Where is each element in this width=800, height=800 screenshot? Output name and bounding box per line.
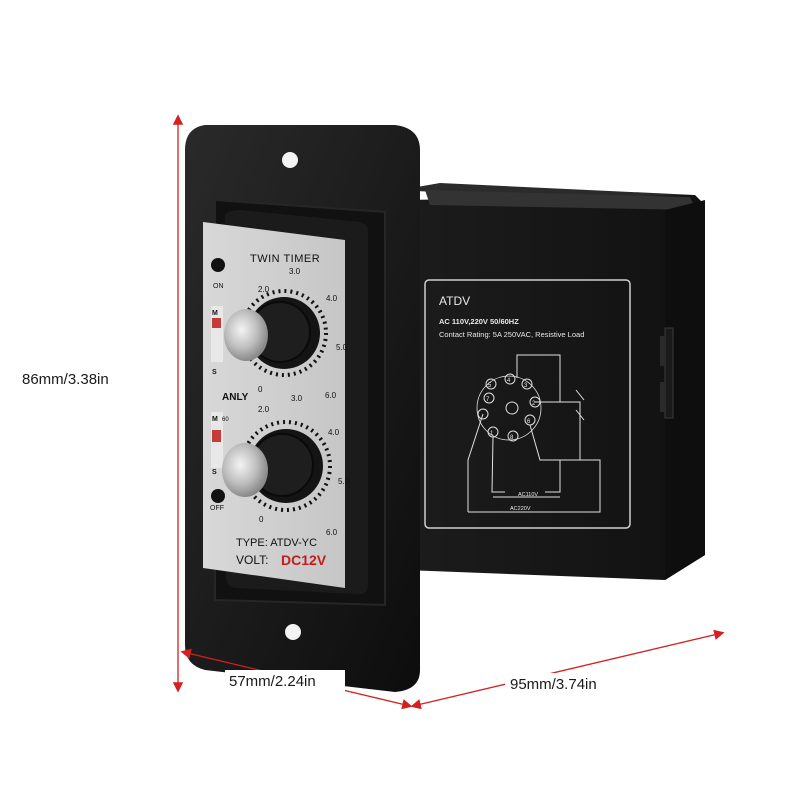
on-indicator-led bbox=[211, 258, 225, 272]
svg-text:3: 3 bbox=[524, 383, 528, 389]
svg-text:1: 1 bbox=[490, 431, 494, 437]
svg-text:2: 2 bbox=[532, 401, 536, 407]
mode-label: ANLY bbox=[222, 392, 249, 403]
svg-text:0: 0 bbox=[259, 515, 264, 524]
svg-text:2.0: 2.0 bbox=[258, 405, 270, 414]
svg-text:5.0: 5.0 bbox=[336, 343, 348, 352]
svg-text:6.0: 6.0 bbox=[325, 391, 337, 400]
svg-text:M: M bbox=[212, 416, 218, 423]
svg-text:0: 0 bbox=[258, 385, 263, 394]
svg-text:S: S bbox=[212, 369, 217, 376]
svg-text:8: 8 bbox=[510, 435, 514, 441]
svg-text:3.0: 3.0 bbox=[291, 394, 303, 403]
side-spec-label: ATDV AC 110V,220V 50/60HZ Contact Rating… bbox=[424, 279, 631, 529]
label-rating: Contact Rating: 5A 250VAC, Resistive Loa… bbox=[439, 330, 584, 339]
label-ac110: AC110V bbox=[518, 492, 538, 498]
svg-text:4.0: 4.0 bbox=[326, 294, 338, 303]
on-label: ON bbox=[213, 283, 224, 290]
top-time-knob[interactable] bbox=[224, 289, 328, 377]
svg-text:4.0: 4.0 bbox=[328, 428, 340, 437]
svg-text:S: S bbox=[212, 469, 217, 476]
depth-dimension-label: 95mm/3.74in bbox=[510, 676, 597, 693]
width-dimension-label: 57mm/2.24in bbox=[229, 673, 316, 690]
depth-dimension-line bbox=[410, 629, 725, 710]
bottom-screw-hole bbox=[285, 624, 301, 640]
volt-label: VOLT: bbox=[236, 553, 268, 567]
svg-text:60: 60 bbox=[222, 417, 229, 423]
svg-text:3.0: 3.0 bbox=[289, 267, 301, 276]
off-indicator-led bbox=[211, 489, 225, 503]
svg-text:7: 7 bbox=[486, 397, 490, 403]
pin-numbers: 5 4 3 2 6 8 1 7 bbox=[486, 378, 536, 441]
svg-text:6.0: 6.0 bbox=[326, 528, 338, 537]
label-voltage: AC 110V,220V 50/60HZ bbox=[439, 317, 519, 326]
volt-value: DC12V bbox=[281, 552, 327, 568]
height-dimension-label: 86mm/3.38in bbox=[22, 371, 109, 388]
top-dial-scale: 2.0 3.0 4.0 5.0 6.0 0 bbox=[258, 267, 348, 400]
faceplate: TWIN TIMER ON OFF ANLY M S M 60 S 2.0 3.… bbox=[203, 222, 350, 588]
svg-text:M: M bbox=[212, 310, 218, 317]
timer-housing bbox=[400, 183, 705, 580]
top-knob-cap bbox=[224, 309, 268, 361]
type-text: TYPE: ATDV-YC bbox=[236, 537, 317, 549]
label-model: ATDV bbox=[439, 294, 470, 308]
faceplate-title: TWIN TIMER bbox=[250, 253, 320, 265]
svg-text:6: 6 bbox=[527, 419, 531, 425]
top-screw-hole bbox=[282, 152, 298, 168]
svg-text:4: 4 bbox=[507, 378, 511, 384]
bottom-range-switch[interactable]: M 60 S bbox=[211, 412, 229, 476]
off-label: OFF bbox=[210, 505, 224, 512]
label-border bbox=[424, 279, 631, 529]
label-ac220: AC220V bbox=[510, 506, 531, 512]
bottom-dial-scale: 2.0 3.0 4.0 5.0 6.0 0 bbox=[258, 394, 350, 537]
bottom-knob-cap bbox=[222, 443, 268, 497]
svg-text:5.0: 5.0 bbox=[338, 477, 350, 486]
bottom-time-knob[interactable] bbox=[222, 420, 332, 512]
svg-text:2.0: 2.0 bbox=[258, 285, 270, 294]
top-range-switch[interactable]: M S bbox=[211, 306, 223, 376]
svg-text:5: 5 bbox=[488, 383, 492, 389]
pin-diagram bbox=[467, 354, 601, 513]
